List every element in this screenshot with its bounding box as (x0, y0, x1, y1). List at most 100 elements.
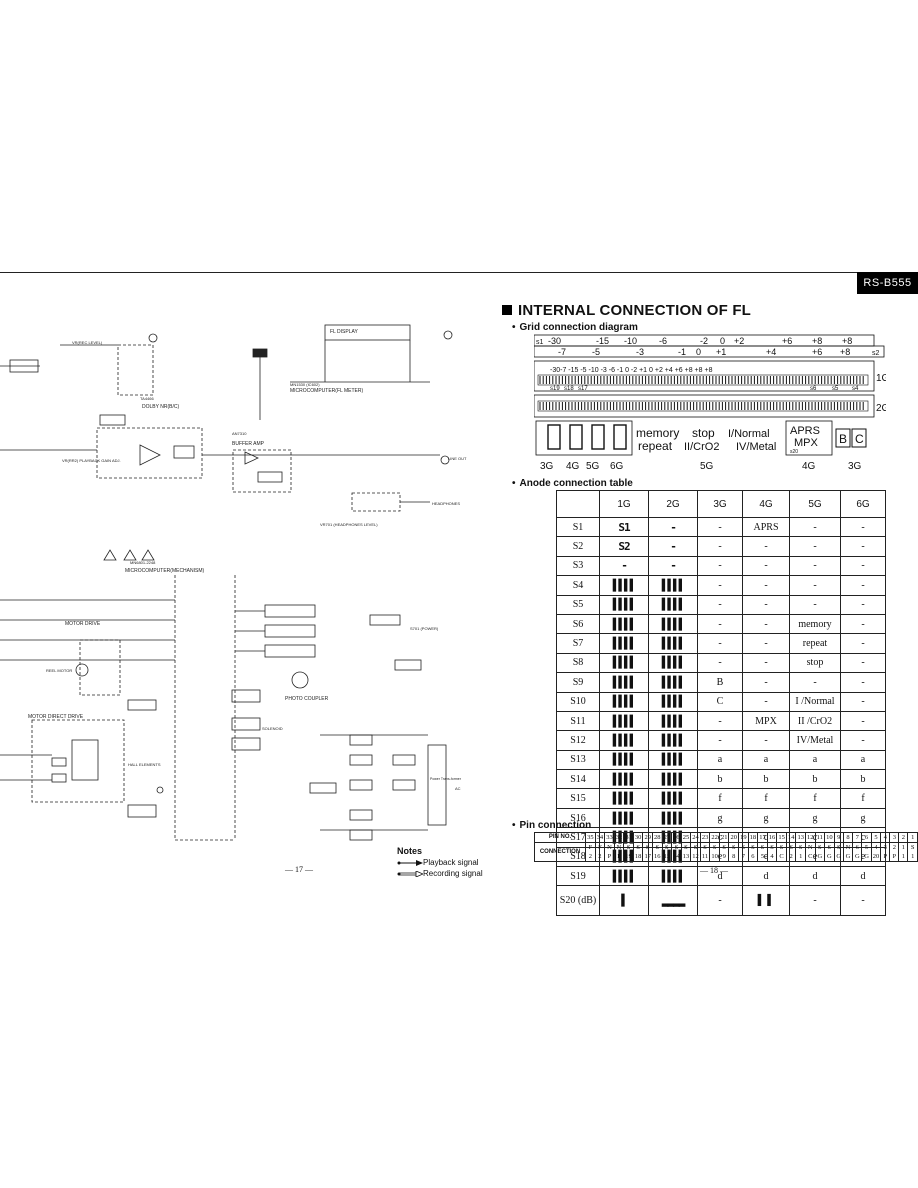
table-cell: d (840, 866, 886, 887)
table-cell: - (789, 672, 841, 693)
pin-number-cell: 15 (776, 832, 787, 843)
table-cell: ▌▌▌▌ (648, 613, 698, 635)
pin-conn-bottom: 17 (644, 853, 651, 860)
page-number-left: — 17 — (285, 865, 313, 874)
table-cell: S14 (556, 769, 600, 790)
table-cell: - (789, 575, 841, 596)
table-cell: ▌▌▌▌ (599, 575, 649, 596)
fl-display-box (324, 324, 411, 341)
svg-text:+4: +4 (766, 347, 776, 357)
pin-conn-bottom: 14 (673, 853, 680, 860)
pin-conn-top: S (751, 844, 755, 851)
pin-number-cell: 2 (898, 832, 909, 843)
pin-conn-top: F (588, 844, 593, 851)
svg-text:-15: -15 (596, 336, 609, 346)
table-cell: - (697, 652, 743, 674)
table-cell: g (840, 807, 886, 829)
pin-number-cell: 24 (690, 832, 701, 843)
table-row: S10▌▌▌▌▌▌▌▌C-I /Normal- (556, 691, 886, 712)
svg-text:-7: -7 (558, 347, 566, 357)
svg-text:-6: -6 (659, 336, 667, 346)
table-cell: - (840, 672, 886, 693)
table-cell: g (742, 807, 790, 829)
pin-conn-top: N (616, 844, 622, 851)
table-cell: - (742, 633, 790, 654)
pin-conn-bottom: G (845, 853, 851, 860)
pin-conn-bottom: G (836, 853, 842, 860)
table-cell: - (789, 885, 841, 917)
pin-conn-top: S (645, 844, 650, 851)
svg-text:-10: -10 (624, 336, 637, 346)
pin-conn-top: S (722, 844, 726, 851)
table-cell: S6 (556, 613, 600, 635)
pin-number-cell: 22 (709, 832, 720, 843)
disp-aprs: APRS (790, 425, 820, 437)
pin-conn-bottom: P (617, 853, 621, 860)
pin-conn-bottom: C (808, 853, 813, 860)
table-cell: - (840, 885, 886, 917)
notes-title: Notes (397, 846, 423, 856)
svg-text:+2: +2 (734, 336, 744, 346)
pin-conn-top: S (798, 844, 803, 851)
pin-number-cell: 25 (680, 832, 692, 843)
pin-conn-top: S (665, 844, 669, 851)
table-cell: ▌▌▌▌ (599, 594, 649, 615)
svg-text:6G: 6G (610, 461, 624, 472)
pin-conn-bottom: 19 (625, 853, 632, 860)
table-cell: d (742, 866, 790, 887)
table-cell: - (840, 536, 886, 557)
pin-conn-top: S (626, 844, 631, 851)
pin-number-cell: 3 (889, 832, 900, 843)
table-row: S5▌▌▌▌▌▌▌▌---- (556, 594, 886, 615)
table-cell: - (742, 555, 790, 577)
table-cell: - (742, 536, 790, 557)
pin-number-cell: 20 (728, 832, 740, 843)
pin-conn-bottom: 2 (588, 853, 592, 860)
table-cell: - (840, 633, 886, 654)
table-cell: IV/Metal (789, 730, 841, 751)
pin-number-cell: 10 (824, 832, 835, 843)
table-cell: - (697, 885, 743, 917)
pin-conn-bottom: P (892, 853, 897, 860)
table-cell: f (742, 788, 790, 809)
table-cell: ▌▌▌▌ (599, 730, 649, 751)
table-cell: repeat (789, 633, 841, 654)
pin-conn-bottom: 11 (701, 853, 709, 860)
pin-conn-top: 2 (892, 844, 896, 851)
svg-text:+8: +8 (842, 336, 852, 346)
table-cell: a (742, 749, 790, 771)
anode-header-row: 1G 2G 3G 4G 5G 6G (556, 490, 886, 518)
table-cell: - (697, 555, 743, 577)
pin-number-cell: 14 (785, 832, 797, 843)
dolby-label: DOLBY NR(B/C) (142, 404, 179, 410)
pin-conn-bottom: 4 (770, 853, 774, 860)
pin-conn-top: 1 (901, 844, 906, 851)
pin-conn-top: S (693, 844, 698, 851)
pin-conn-top: 5 (864, 844, 869, 851)
table-cell: - (742, 652, 790, 674)
table-cell: ▌▌▌▌ (648, 633, 698, 654)
hall-label: HALL ELEMENTS (128, 762, 161, 767)
table-cell: - (840, 710, 886, 732)
pin-number-cell: 30 (632, 832, 644, 843)
pin-number-cell: 7 (852, 832, 863, 843)
grid-2g-label: 2G (876, 403, 886, 414)
disp-memory: memory (636, 426, 679, 440)
pin-number-cell: 13 (795, 832, 806, 843)
table-cell: d (789, 866, 841, 887)
table-cell: ▌▌▌▌ (648, 672, 698, 693)
table-cell: C (697, 691, 743, 712)
table-cell: S12 (556, 730, 600, 751)
